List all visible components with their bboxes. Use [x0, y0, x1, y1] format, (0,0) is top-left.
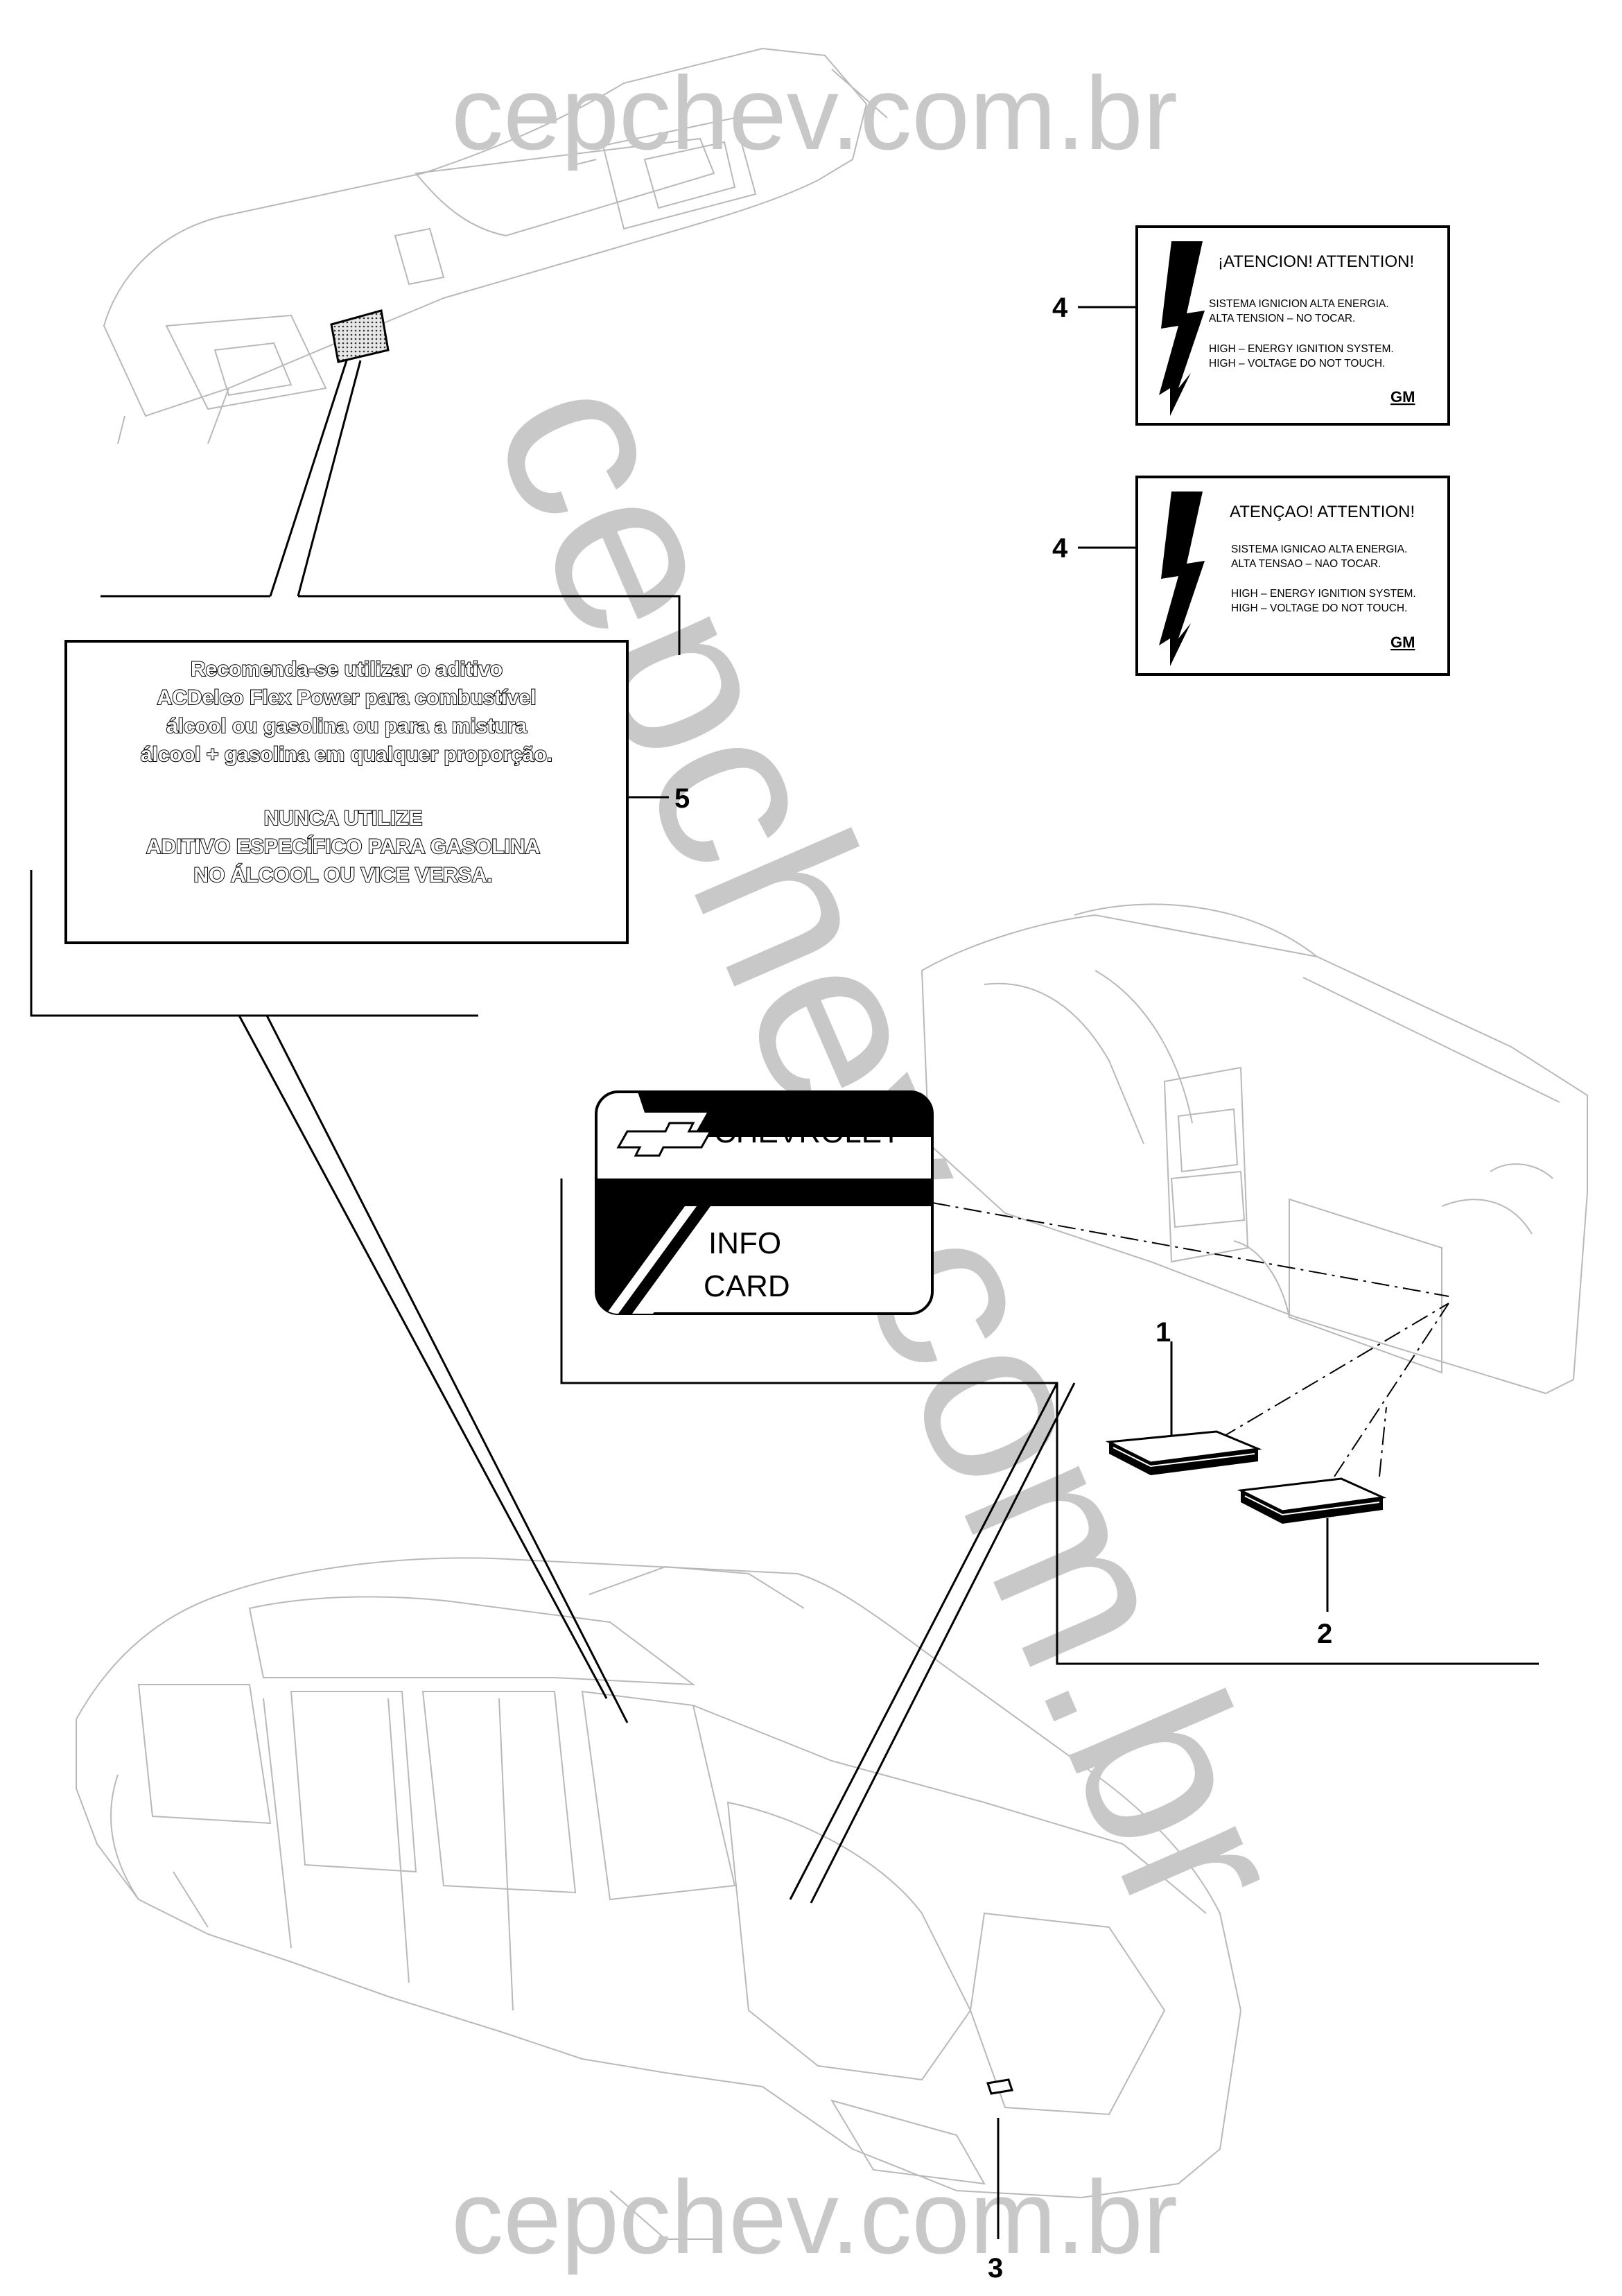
- label-5-line3: álcool ou gasolina ou para a mistura: [166, 715, 527, 738]
- gm-logo: GM: [1390, 634, 1415, 651]
- owner-manual-1: [1105, 1430, 1262, 1475]
- label-4-portuguese-heading: ATENÇAO! ATTENTION!: [1230, 503, 1415, 521]
- owner-manual-2: [1237, 1477, 1387, 1524]
- label-5-line5: NUNCA UTILIZE: [264, 807, 423, 830]
- callout-3: 3: [988, 2253, 1003, 2284]
- label-4-spanish-line1: SISTEMA IGNICION ALTA ENERGIA.: [1209, 298, 1389, 310]
- car-body-illustration: [76, 1557, 1242, 2240]
- info-card-line2: CARD: [704, 1269, 790, 1303]
- label-4-spanish-line2: ALTA TENSION – NO TOCAR.: [1209, 313, 1355, 324]
- label-4-portuguese-line2: ALTA TENSAO – NAO TOCAR.: [1231, 558, 1381, 570]
- label-4-portuguese: ATENÇAO! ATTENTION! SISTEMA IGNICAO ALTA…: [1135, 476, 1450, 676]
- callout-1: 1: [1156, 1317, 1171, 1348]
- dashboard-illustration: [921, 903, 1588, 1395]
- label-4-portuguese-line1: SISTEMA IGNICAO ALTA ENERGIA.: [1231, 543, 1407, 555]
- leader-lines: [30, 306, 1539, 2239]
- label-4-portuguese-line4: HIGH – VOLTAGE DO NOT TOUCH.: [1231, 602, 1407, 614]
- label-5-flex-power: Recomenda-se utilizar o aditivo ACDelco …: [64, 640, 629, 944]
- watermark-bottom: cepchev.com.br: [451, 2159, 1178, 2275]
- gm-logo: GM: [1390, 388, 1415, 406]
- callout-4-spanish: 4: [1052, 293, 1068, 323]
- info-card: CHEVROLET INFO CARD: [595, 1090, 934, 1315]
- label-5-line1: Recomenda-se utilizar o aditivo: [191, 658, 503, 681]
- callout-4-portuguese: 4: [1052, 533, 1068, 564]
- lightning-bolt-icon: [1159, 492, 1205, 666]
- label-4-spanish-heading: ¡ATENCION! ATTENTION!: [1218, 252, 1414, 271]
- label-4-spanish-line4: HIGH – VOLTAGE DO NOT TOUCH.: [1209, 358, 1385, 369]
- label-5-line7: NO ÁLCOOL OU VICE VERSA.: [193, 863, 492, 887]
- watermark-top: cepchev.com.br: [451, 55, 1178, 171]
- chevrolet-bowtie-icon: [616, 1122, 713, 1157]
- callout-2: 2: [1317, 1619, 1332, 1649]
- lightning-bolt-icon: [1159, 241, 1205, 416]
- callout-numbers: 1 2 3 4 4 5: [674, 293, 1332, 2284]
- info-card-brand: CHEVROLET: [714, 1115, 900, 1149]
- info-card-line1: INFO: [708, 1226, 781, 1260]
- part-3-label-patch: [986, 2078, 1013, 2095]
- label-4-portuguese-line3: HIGH – ENERGY IGNITION SYSTEM.: [1231, 588, 1416, 600]
- label-4-spanish: ¡ATENCION! ATTENTION! SISTEMA IGNICION A…: [1135, 225, 1450, 426]
- label-4-spanish-line3: HIGH – ENERGY IGNITION SYSTEM.: [1209, 343, 1394, 355]
- label-5-line2: ACDelco Flex Power para combustível: [157, 686, 537, 709]
- visor-label-patch: [330, 309, 390, 363]
- label-5-line6: ADITIVO ESPECÍFICO PARA GASOLINA: [146, 835, 540, 858]
- sun-visor-illustration: [103, 47, 888, 444]
- label-5-line4: álcool + gasolina em qualquer proporção.: [141, 743, 552, 766]
- callout-5: 5: [674, 783, 690, 814]
